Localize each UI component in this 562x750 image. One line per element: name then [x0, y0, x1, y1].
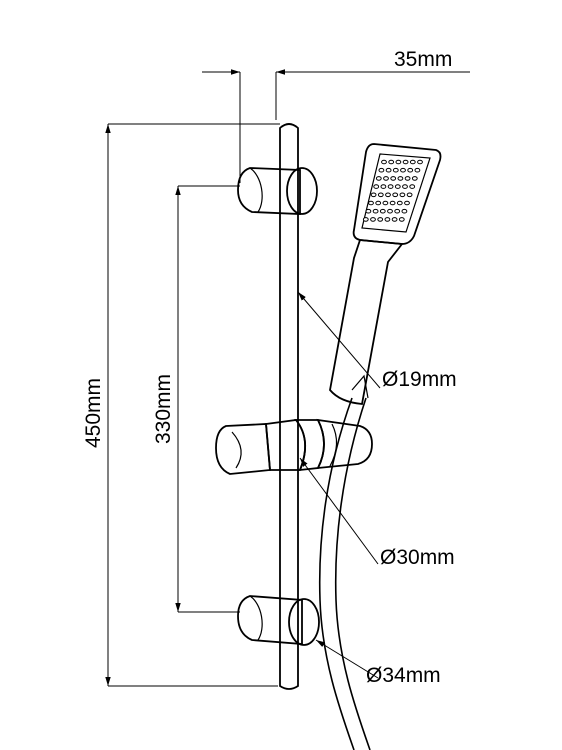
leader-rail-diameter — [297, 291, 381, 389]
nozzle — [409, 159, 416, 165]
slider-diameter-label: Ø30mm — [380, 546, 455, 569]
nozzle — [381, 159, 387, 165]
nozzle — [372, 208, 379, 214]
nozzle — [380, 184, 387, 189]
nozzle — [382, 200, 389, 206]
nozzle — [387, 208, 393, 214]
nozzle — [375, 200, 382, 206]
nozzle — [362, 217, 369, 222]
length-label: 450mm — [82, 378, 105, 448]
nozzle — [377, 217, 384, 222]
nozzle — [404, 176, 411, 181]
leader-bracket-diameter — [315, 639, 379, 679]
slide-rail — [279, 123, 299, 690]
nozzle — [406, 192, 413, 198]
nozzle — [395, 159, 402, 165]
nozzle — [384, 217, 391, 222]
nozzle — [370, 192, 377, 198]
nozzle — [402, 159, 409, 165]
nozzle — [365, 208, 372, 214]
nozzle — [373, 184, 380, 189]
nozzle — [392, 167, 399, 173]
length-dimension: 450mm — [82, 123, 280, 687]
nozzle — [404, 200, 410, 206]
nozzle — [391, 217, 398, 222]
nozzle — [402, 184, 408, 189]
nozzle — [385, 192, 391, 198]
hand-shower — [329, 143, 442, 405]
nozzle — [383, 176, 389, 181]
nozzle — [368, 200, 374, 206]
nozzle — [375, 176, 382, 181]
nozzle — [407, 167, 414, 173]
nozzle — [390, 176, 397, 181]
bottom-wall-bracket — [237, 595, 320, 646]
shower-nozzles — [362, 159, 423, 222]
bracket-diameter-label: Ø34mm — [366, 664, 441, 687]
nozzle — [400, 167, 406, 173]
nozzle — [397, 176, 404, 181]
nozzle — [387, 184, 394, 189]
top-wall-bracket — [237, 167, 318, 215]
width-label: 35mm — [394, 48, 452, 71]
nozzle — [378, 167, 385, 173]
nozzle — [385, 167, 392, 173]
nozzle — [388, 159, 395, 165]
nozzle — [414, 167, 421, 173]
nozzle — [392, 192, 399, 198]
sliding-holder — [215, 418, 373, 475]
spacing-label: 330mm — [152, 374, 175, 444]
nozzle — [398, 217, 405, 222]
nozzle — [394, 184, 401, 189]
leader-slider-diameter — [299, 457, 379, 565]
nozzle — [396, 200, 403, 206]
shower-hose — [318, 397, 371, 750]
nozzle — [389, 200, 396, 206]
rail-diameter-label: Ø19mm — [382, 368, 457, 391]
nozzle — [394, 208, 401, 214]
nozzle — [399, 192, 406, 198]
nozzle — [417, 159, 423, 165]
width-dimension: 35mm — [202, 48, 470, 183]
nozzle — [411, 176, 418, 181]
nozzle — [377, 192, 384, 198]
nozzle — [401, 208, 408, 214]
nozzle — [379, 208, 386, 214]
nozzle — [409, 184, 416, 189]
nozzle — [370, 217, 376, 222]
spacing-dimension: 330mm — [152, 185, 240, 613]
